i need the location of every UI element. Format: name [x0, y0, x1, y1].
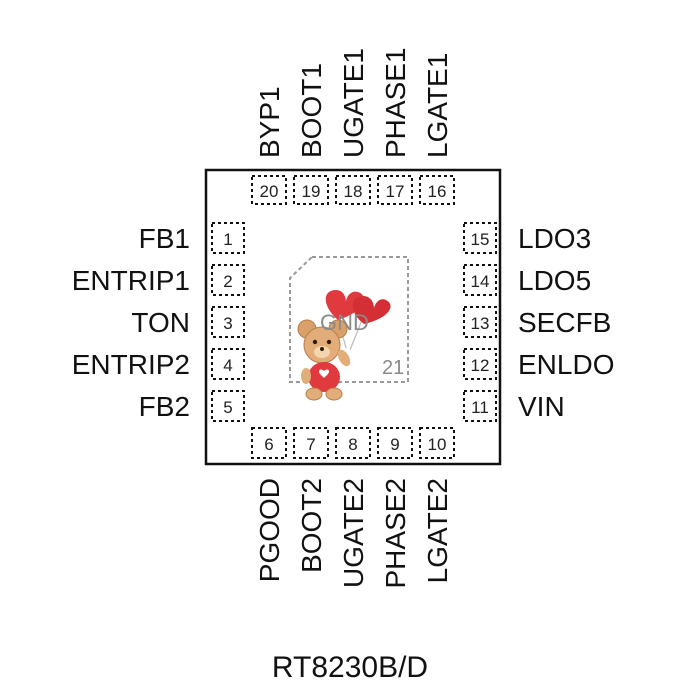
- pin-pad-8: [335, 427, 371, 459]
- pin-pad-14: [463, 264, 497, 296]
- pin-name-4: ENTRIP2: [72, 349, 190, 380]
- pin-number-11: 11: [471, 398, 489, 417]
- pin-name-15: LDO3: [518, 223, 591, 254]
- pin-pad-3: [211, 306, 245, 338]
- pin-number-2: 2: [223, 272, 232, 291]
- pin-pad-7: [293, 427, 329, 459]
- pin-pad-11: [463, 390, 497, 422]
- pin-number-15: 15: [471, 230, 490, 249]
- pin-number-1: 1: [223, 230, 232, 249]
- pin-number-9: 9: [390, 435, 399, 454]
- pin-name-16: LGATE1: [422, 53, 453, 158]
- pin-name-6: PGOOD: [254, 478, 285, 582]
- pin-pad-4: [211, 348, 245, 380]
- pin-name-11: VIN: [518, 391, 565, 422]
- left-pins: 1 FB1 2 ENTRIP1 3 TON 4 ENTRIP2 5 FB2: [72, 222, 245, 422]
- pin-pad-1: [211, 222, 245, 254]
- pin-number-6: 6: [264, 435, 273, 454]
- pin-name-20: BYP1: [254, 86, 285, 158]
- pin-number-17: 17: [386, 182, 405, 201]
- part-number-caption: RT8230B/D: [272, 651, 428, 684]
- pin-pad-20: [251, 175, 287, 205]
- pin-name-14: LDO5: [518, 265, 591, 296]
- exposed-pad-label: GND: [320, 310, 369, 335]
- pin-name-8: UGATE2: [338, 478, 369, 588]
- pin-pad-5: [211, 390, 245, 422]
- pin-number-18: 18: [344, 182, 363, 201]
- pin-number-7: 7: [306, 435, 315, 454]
- top-pins: 20 BYP1 19 BOOT1 18 UGATE1 17 PHASE1 16 …: [251, 48, 455, 205]
- pin-pad-12: [463, 348, 497, 380]
- pin-pad-19: [293, 175, 329, 205]
- pin-number-20: 20: [260, 182, 279, 201]
- exposed-pad-outline: [289, 256, 409, 383]
- pin-name-12: ENLDO: [518, 349, 614, 380]
- pin-name-2: ENTRIP1: [72, 265, 190, 296]
- pin-number-19: 19: [302, 182, 321, 201]
- bottom-pins: 6 PGOOD 7 BOOT2 8 UGATE2 9 PHASE2 10 LGA…: [251, 427, 455, 589]
- pin-pad-15: [463, 222, 497, 254]
- pin-name-7: BOOT2: [296, 478, 327, 573]
- pin-pad-2: [211, 264, 245, 296]
- pin-number-5: 5: [223, 398, 232, 417]
- pin-name-17: PHASE1: [380, 48, 411, 159]
- package-outline: [204, 168, 502, 466]
- pin-pad-18: [335, 175, 371, 205]
- pin-name-18: UGATE1: [338, 48, 369, 158]
- pin-pad-17: [377, 175, 413, 205]
- pin-name-5: FB2: [139, 391, 190, 422]
- pin-pad-10: [419, 427, 455, 459]
- pin-pad-9: [377, 427, 413, 459]
- pin-number-3: 3: [223, 314, 232, 333]
- pin-number-8: 8: [348, 435, 357, 454]
- pin-pad-13: [463, 306, 497, 338]
- right-pins: 15 LDO3 14 LDO5 13 SECFB 12 ENLDO 11 VIN: [463, 222, 614, 422]
- pin-name-10: LGATE2: [422, 478, 453, 583]
- pin-name-13: SECFB: [518, 307, 611, 338]
- teddy-bear-icon: [297, 290, 391, 401]
- pin-pad-6: [251, 427, 287, 459]
- pin-name-1: FB1: [139, 223, 190, 254]
- exposed-pad-number: 21: [382, 357, 404, 379]
- pin-number-4: 4: [223, 356, 232, 375]
- pin-number-13: 13: [471, 314, 490, 333]
- pin-pad-16: [419, 175, 455, 205]
- pin-number-12: 12: [471, 356, 490, 375]
- pin-name-19: BOOT1: [296, 63, 327, 158]
- pin-number-14: 14: [471, 272, 490, 291]
- pin-number-16: 16: [428, 182, 447, 201]
- pin-number-10: 10: [428, 435, 447, 454]
- pin-name-3: TON: [131, 307, 190, 338]
- pin-name-9: PHASE2: [380, 478, 411, 589]
